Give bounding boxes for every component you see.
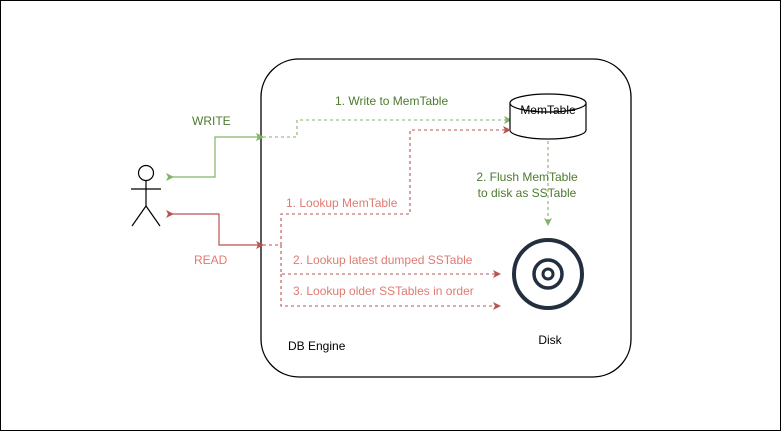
lookup-latest-arrow (280, 245, 501, 278)
lookup-latest-label: 2. Lookup latest dumped SSTable (293, 253, 473, 267)
cylinder-icon (509, 93, 587, 140)
lookup-memtable-label: 1. Lookup MemTable (286, 196, 398, 210)
flush-label-line2: to disk as SSTable (478, 186, 577, 200)
read-label: READ (194, 253, 228, 267)
user-stick-figure-icon (131, 164, 161, 227)
lookup-older-label: 3. Lookup older SSTables in order (293, 284, 474, 298)
lookup-older-arrow (280, 274, 501, 310)
disk-icon (512, 238, 584, 310)
lookup-memtable-arrow (263, 126, 511, 246)
disk-label: Disk (538, 333, 562, 347)
write-arrow (166, 133, 264, 181)
read-arrow (166, 210, 264, 249)
db-engine-label: DB Engine (288, 339, 346, 353)
write-memtable-arrow (256, 116, 512, 141)
write-label: WRITE (192, 114, 231, 128)
memtable-label: MemTable (520, 103, 576, 117)
write-memtable-label: 1. Write to MemTable (335, 94, 448, 108)
flush-label-line1: 2. Flush MemTable (476, 170, 578, 184)
